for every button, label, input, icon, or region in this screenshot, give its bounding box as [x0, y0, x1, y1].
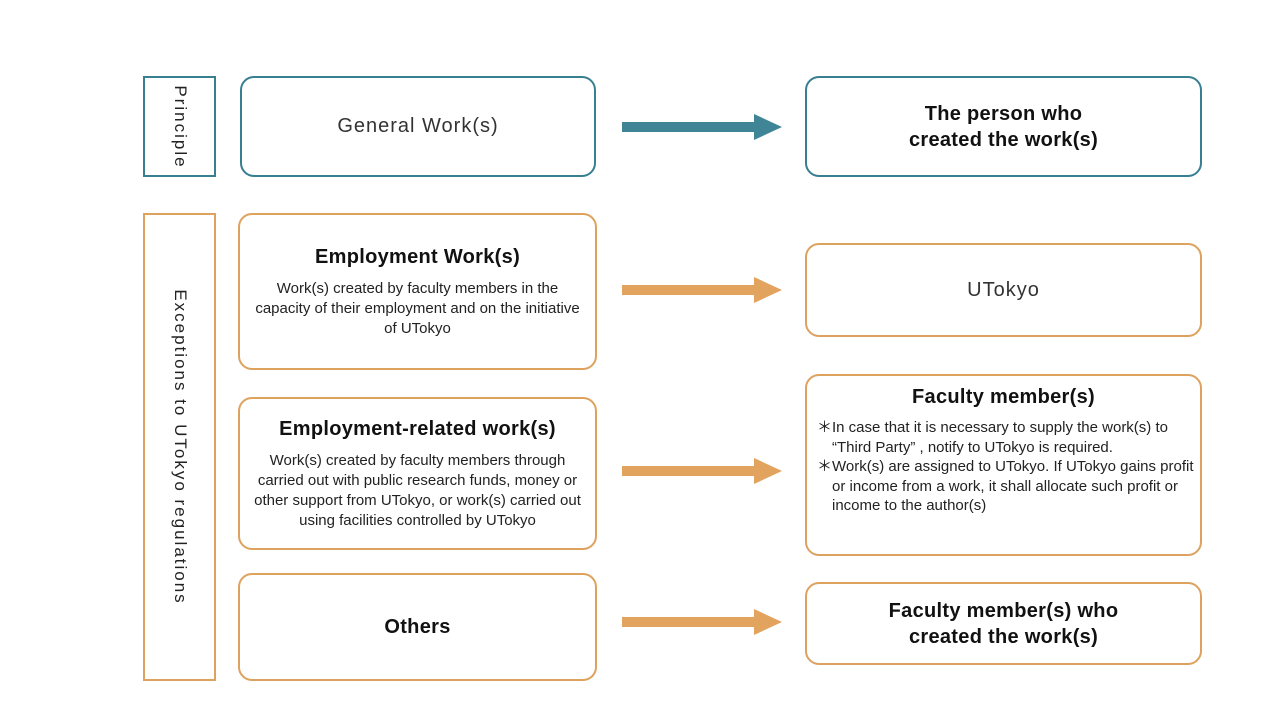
- person-box: The person who created the work(s): [805, 76, 1202, 177]
- others-box: Others: [238, 573, 597, 681]
- faculty-note-third-party: ＊In case that it is necessary to supply …: [817, 419, 1168, 456]
- utokyo-title: UTokyo: [967, 278, 1040, 301]
- faculty-members-notes: ＊In case that it is necessary to supply …: [807, 418, 1200, 516]
- arrow-others-to-faculty-created-icon: [622, 609, 782, 635]
- employment-related-box: Employment-related work(s) Work(s) creat…: [238, 397, 597, 550]
- others-title: Others: [384, 616, 451, 638]
- principle-label-box: Principle: [143, 76, 216, 177]
- faculty-created-box: Faculty member(s) who created the work(s…: [805, 582, 1202, 665]
- faculty-note-assignment: ＊Work(s) are assigned to UTokyo. If UTok…: [817, 458, 1194, 514]
- general-works-title: General Work(s): [337, 115, 499, 137]
- faculty-created-title: Faculty member(s) who created the work(s…: [888, 599, 1119, 648]
- employment-works-box: Employment Work(s) Work(s) created by fa…: [238, 213, 597, 370]
- arrow-employment-related-to-faculty-icon: [622, 458, 782, 484]
- exceptions-label: Exceptions to UTokyo regulations: [170, 289, 190, 605]
- exceptions-label-box: Exceptions to UTokyo regulations: [143, 213, 216, 681]
- faculty-members-title: Faculty member(s): [912, 386, 1095, 408]
- principle-label: Principle: [170, 84, 190, 169]
- employment-works-title: Employment Work(s): [314, 246, 521, 269]
- person-title: The person who created the work(s): [908, 102, 1099, 151]
- employment-related-description: Work(s) created by faculty members throu…: [254, 452, 581, 529]
- utokyo-box: UTokyo: [805, 243, 1202, 337]
- employment-related-title: Employment-related work(s): [279, 418, 556, 441]
- arrow-general-to-person-icon: [622, 114, 782, 140]
- employment-works-description: Work(s) created by faculty members in th…: [255, 280, 580, 337]
- general-works-box: General Work(s): [240, 76, 596, 177]
- arrow-employment-to-utokyo-icon: [622, 277, 782, 303]
- faculty-members-box: Faculty member(s) ＊In case that it is ne…: [805, 374, 1202, 556]
